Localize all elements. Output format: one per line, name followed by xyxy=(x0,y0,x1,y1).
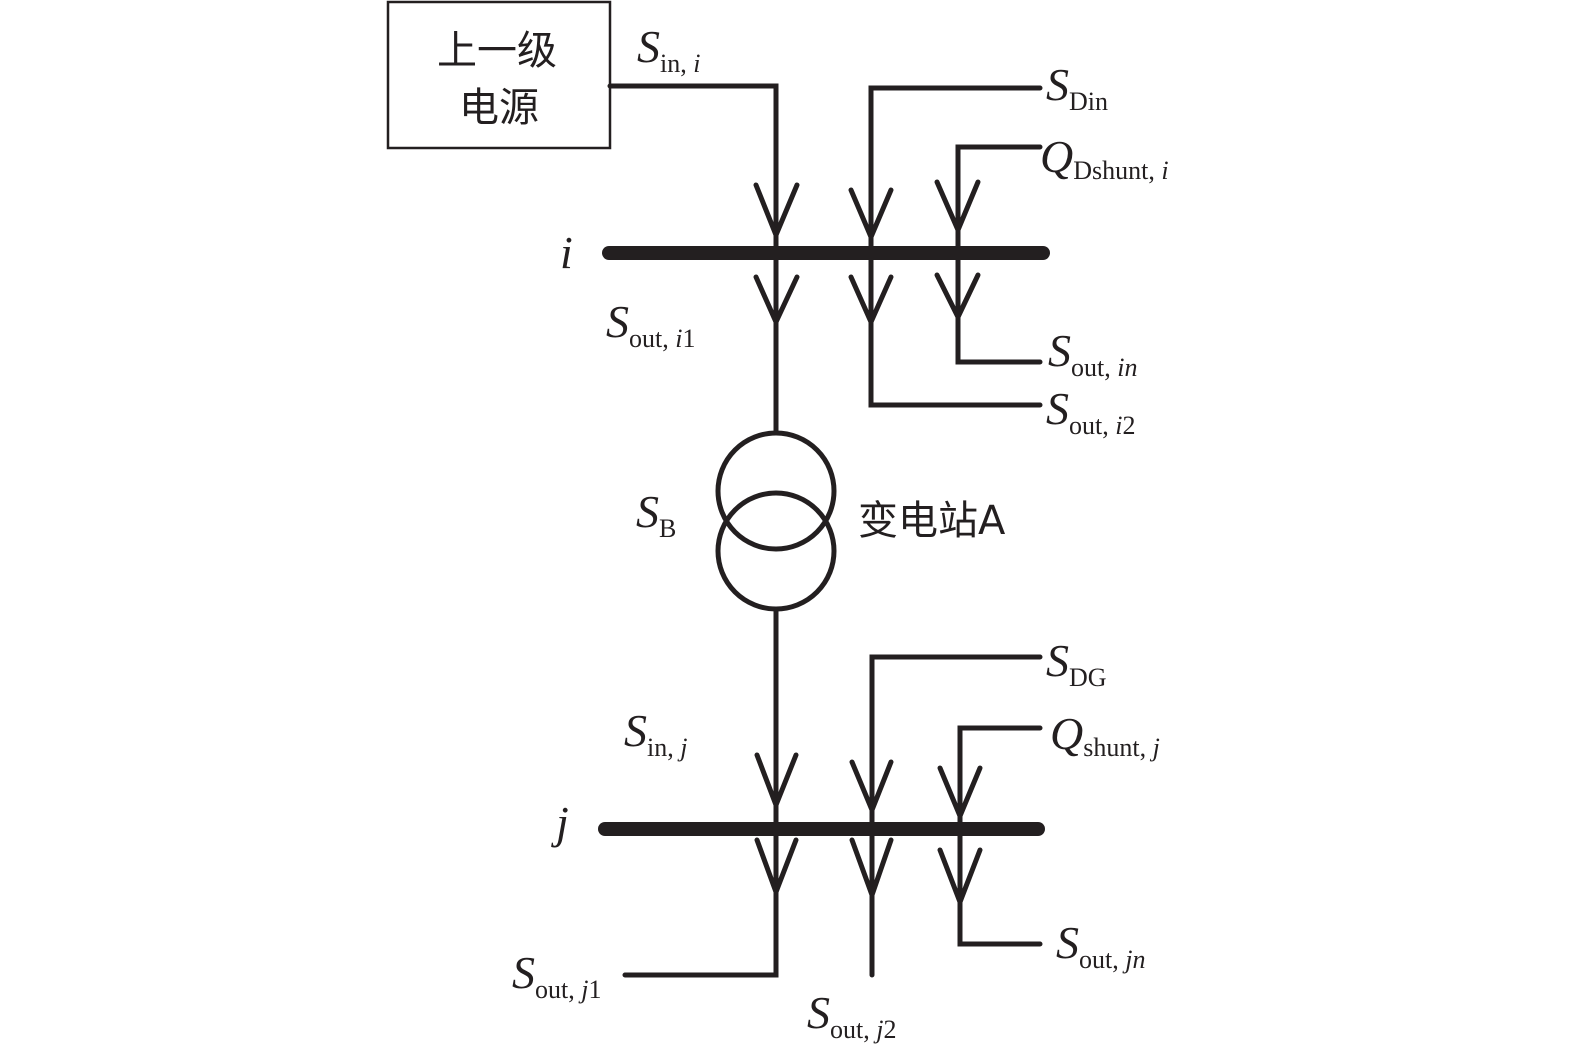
arrow-down-icon xyxy=(753,182,800,242)
label-s-din: SDin xyxy=(1046,59,1108,116)
label-s-out-j1: Sout, j1 xyxy=(512,947,601,1004)
label-s-out-i1: Sout, i1 xyxy=(606,296,695,353)
line-s-in-j-s-out-j1 xyxy=(622,607,779,978)
bus-i-label: i xyxy=(560,227,573,278)
arrows-bus-i xyxy=(753,179,981,329)
arrow-down-icon xyxy=(848,187,894,244)
label-s-b: SB xyxy=(636,486,676,543)
arrow-down-icon xyxy=(937,847,983,909)
arrow-down-icon xyxy=(753,274,800,329)
arrow-down-icon xyxy=(849,759,894,817)
arrows-bus-j xyxy=(754,752,983,909)
line-s-dg-s-out-j2 xyxy=(869,654,1043,978)
source-box-line1: 上一级 xyxy=(437,28,557,74)
arrow-down-icon xyxy=(937,765,983,823)
transformer-icon xyxy=(715,430,837,612)
source-box-line2: 电源 xyxy=(459,85,539,131)
arrow-down-icon xyxy=(848,274,894,329)
label-s-out-i2: Sout, i2 xyxy=(1046,383,1135,440)
bus-j-label: j xyxy=(551,797,569,848)
arrow-down-icon xyxy=(754,837,799,900)
label-s-out-j2: Sout, j2 xyxy=(807,987,896,1044)
arrow-down-icon xyxy=(754,752,799,812)
label-q-dshunt-i: QDshunt, i xyxy=(1040,131,1169,185)
arrow-down-icon xyxy=(934,179,981,237)
arrow-down-icon xyxy=(849,837,894,903)
upstream-source-box: 上一级 电源 xyxy=(386,0,612,150)
label-s-out-in: Sout, in xyxy=(1048,325,1137,382)
label-s-in-j: Sin, j xyxy=(624,705,687,762)
substation-label: 变电站A xyxy=(858,498,1006,544)
arrow-down-icon xyxy=(934,272,981,323)
label-q-shunt-j: Qshunt, j xyxy=(1050,708,1160,762)
label-s-out-jn: Sout, jn xyxy=(1056,917,1145,974)
label-s-in-i: Sin, i xyxy=(637,21,700,78)
label-s-dg: SDG xyxy=(1046,635,1107,692)
